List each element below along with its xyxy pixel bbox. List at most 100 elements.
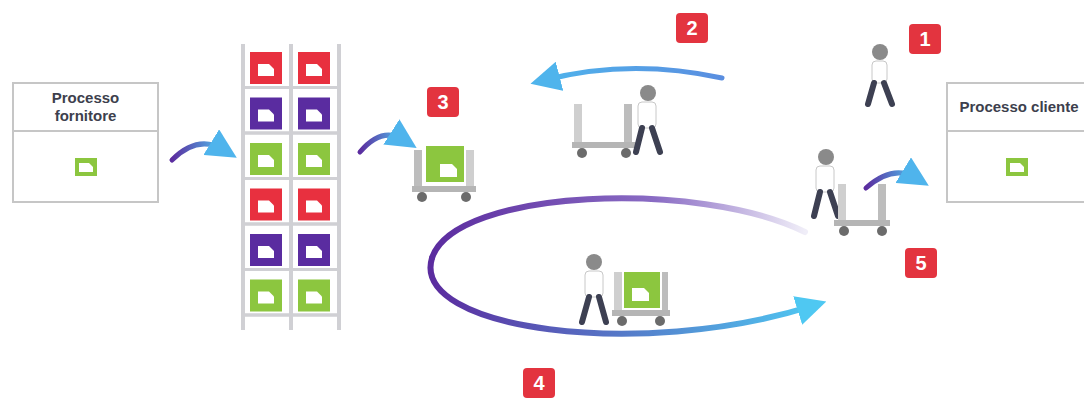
bin-label	[632, 288, 649, 301]
process-box: Processo fornitore	[12, 82, 159, 203]
process-box: Processo cliente	[946, 82, 1084, 203]
cart	[834, 184, 890, 236]
cart-base	[834, 220, 890, 226]
cart-wheel	[617, 316, 627, 326]
box-header: Processo cliente	[948, 84, 1084, 132]
cart-panel	[614, 272, 622, 312]
callout-number: 2	[676, 13, 708, 43]
operator-legs	[636, 128, 660, 152]
operator	[582, 254, 606, 322]
rack-shelf	[243, 268, 339, 271]
shelf-bin	[250, 280, 282, 312]
cart-wheel	[621, 148, 631, 158]
bin-label	[306, 201, 322, 213]
callout-number: 1	[909, 24, 941, 54]
bin-label	[258, 64, 274, 76]
operator	[636, 85, 660, 152]
cart-panel	[662, 272, 668, 312]
bin-label	[258, 201, 274, 213]
flow-arrow	[172, 144, 224, 160]
rack-shelf	[243, 177, 339, 180]
shelf-bin	[298, 280, 330, 312]
rack-shelf	[243, 223, 339, 226]
bin-label	[306, 246, 322, 258]
cart-wheel	[655, 316, 665, 326]
rack-shelf	[243, 132, 339, 135]
rack-shelf	[243, 314, 339, 317]
cart-wheel	[417, 192, 427, 202]
cart-panel	[414, 150, 422, 188]
operator	[868, 44, 892, 104]
bin-label	[258, 110, 274, 122]
shelf-rack	[241, 44, 341, 330]
return-arrow	[545, 68, 722, 80]
bin-label	[258, 292, 274, 304]
shelf-bin	[298, 189, 330, 221]
operator-head	[586, 254, 602, 270]
shelf-bin	[298, 52, 330, 84]
operator-body	[638, 102, 656, 128]
loop-arrow	[431, 258, 812, 334]
callout-number: 3	[427, 87, 459, 117]
bin-label	[258, 246, 274, 258]
loop-arrow	[432, 198, 805, 258]
cart-panel	[466, 150, 474, 188]
callout-number: 5	[905, 248, 937, 278]
shelf-bin	[298, 143, 330, 175]
cart-panel	[878, 184, 886, 222]
rack-post	[289, 44, 293, 330]
cart-wheel	[577, 148, 587, 158]
cart-base	[412, 186, 476, 192]
green-bin	[426, 146, 464, 182]
process-title: Processo cliente	[959, 98, 1078, 116]
cart-base	[612, 310, 670, 316]
bin-label	[306, 110, 322, 122]
green-bin	[624, 272, 660, 308]
cart-panel	[574, 104, 582, 144]
bin-label	[306, 292, 322, 304]
operator-legs	[582, 297, 606, 322]
operator-head	[640, 85, 656, 101]
operator-body	[585, 271, 603, 297]
operator	[814, 149, 838, 216]
cart-panel	[624, 104, 632, 144]
operator-head	[818, 149, 834, 165]
shelf-bin	[250, 234, 282, 266]
rack-post	[337, 44, 341, 330]
cart	[412, 146, 476, 202]
operator-head	[872, 44, 888, 60]
shelf-bin	[250, 143, 282, 175]
cart-base	[572, 142, 636, 148]
rack-shelf	[243, 223, 339, 226]
flow-arrow	[360, 135, 404, 152]
flow-arrow	[866, 173, 916, 188]
shelf-bin	[298, 234, 330, 266]
operator-legs	[814, 192, 838, 216]
rack-shelf	[243, 86, 339, 89]
rack-post	[241, 44, 245, 330]
box-header: Processo fornitore	[14, 84, 157, 132]
rack-shelf	[243, 314, 339, 317]
bin-label	[258, 155, 274, 167]
rack-shelf	[243, 177, 339, 180]
cart-wheel	[461, 192, 471, 202]
shelf-bin	[250, 52, 282, 84]
cart-panel	[838, 184, 846, 222]
cart	[572, 104, 636, 158]
cart	[612, 272, 670, 326]
cart-wheel	[839, 226, 849, 236]
shelf-bin	[298, 98, 330, 130]
shelf-bin	[250, 189, 282, 221]
rack-shelf	[243, 86, 339, 89]
operator-body	[872, 61, 887, 83]
rack-shelf	[243, 268, 339, 271]
operator-body	[816, 166, 834, 192]
shelf-bin	[250, 98, 282, 130]
bin-label	[440, 164, 457, 177]
rack-shelf	[243, 132, 339, 135]
operator-legs	[868, 83, 892, 104]
process-title: Processo fornitore	[22, 89, 149, 125]
bin-label	[306, 155, 322, 167]
